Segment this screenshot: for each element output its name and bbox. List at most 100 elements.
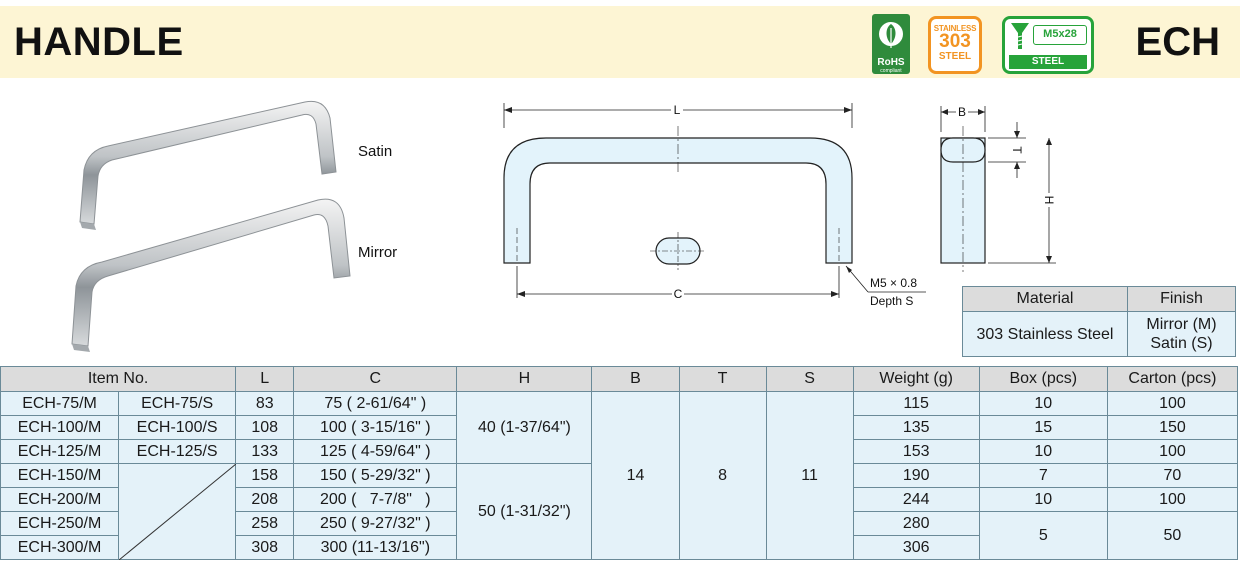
material-header: Material [962,286,1128,312]
L-cell: 108 [235,415,295,440]
item-satin-cell: ECH-75/S [118,391,237,416]
spec-header-row: Item No. L C H B T S Weight (g) Box (pcs… [0,366,1239,392]
item-mirror-cell: ECH-100/M [0,415,120,440]
finish-header: Finish [1127,286,1236,312]
item-mirror-cell: ECH-200/M [0,487,120,512]
weight-cell: 115 [852,391,980,416]
table-row: ECH-125/M ECH-125/S 133 125 ( 4-59/64" )… [0,439,1239,464]
dim-label-C: C [674,287,683,301]
C-cell: 200 ( 7-7/8" ) [293,487,458,512]
table-row: ECH-150/M 158 150 ( 5-29/32" ) 50 (1-31/… [0,463,1239,560]
col-header-C: C [293,366,458,392]
col-header-weight: Weight (g) [852,366,980,392]
L-cell: 208 [235,487,295,512]
carton-cell: 100 [1106,439,1239,464]
col-header-item: Item No. [0,366,237,392]
C-cell: 75 ( 2-61/64" ) [293,391,458,416]
side-view-drawing [940,104,1056,272]
stainless-bottom-label: STEEL [938,51,972,62]
item-satin-cell: ECH-125/S [118,439,237,464]
product-drawings: L C B T H M5 × 0.8 Depth S [71,100,1056,352]
col-header-S: S [765,366,854,392]
L-cell: 83 [235,391,295,416]
box-cell: 15 [978,415,1108,440]
H-cell-group2: 50 (1-31/32") [456,463,593,560]
L-cell: 258 [235,511,295,536]
finish-line-satin: Satin (S) [1150,335,1213,352]
material-table: Material Finish 303 Stainless Steel Mirr… [962,286,1236,357]
mirror-handle-photo [71,198,351,352]
leaf-icon [879,22,903,48]
screw-size-label: M5x28 [1033,25,1087,45]
weight-cell: 190 [852,463,980,488]
depth-note: Depth S [870,294,913,308]
satin-not-available-cell [118,463,237,560]
box-cell: 10 [978,439,1108,464]
weight-cell: 306 [852,535,980,560]
diagonal-strike [119,464,237,560]
item-satin-cell: ECH-100/S [118,415,237,440]
item-mirror-cell: ECH-75/M [0,391,120,416]
satin-handle-photo [79,100,337,230]
page-title: HANDLE [14,20,184,64]
weight-cell: 244 [852,487,980,512]
thread-note: M5 × 0.8 [870,276,917,290]
header-bar: HANDLE RoHS compliant STAINLESS 303 STEE… [0,6,1240,78]
carton-cell: 100 [1106,487,1239,512]
table-row: ECH-250/M 258 250 ( 9-27/32" ) 280 5 50 [0,511,1239,560]
S-cell: 11 [765,391,854,560]
carton-cell: 150 [1106,415,1239,440]
rohs-sub-label: compliant [880,68,902,74]
rohs-badge: RoHS compliant [872,14,910,74]
box-cell: 7 [978,463,1108,488]
carton-cell: 50 [1106,511,1239,560]
screw-material-label: STEEL [1009,55,1087,69]
T-cell: 8 [678,391,767,560]
col-header-L: L [235,366,295,392]
box-cell: 10 [978,487,1108,512]
weight-cell: 135 [852,415,980,440]
carton-cell: 70 [1106,463,1239,488]
table-row: ECH-200/M 208 200 ( 7-7/8" ) 244 10 100 [0,487,1239,512]
table-row: ECH-75/M ECH-75/S 83 75 ( 2-61/64" ) 40 … [0,391,1239,560]
C-cell: 300 (11-13/16") [293,535,458,560]
finish-value: Mirror (M) Satin (S) [1127,311,1236,357]
spec-table: Item No. L C H B T S Weight (g) Box (pcs… [0,366,1239,560]
satin-label: Satin [358,143,393,160]
C-cell: 100 ( 3-15/16" ) [293,415,458,440]
series-code: ECH [1135,20,1220,64]
H-cell-group1: 40 (1-37/64") [456,391,593,464]
L-cell: 158 [235,463,295,488]
stainless-top-label: STAINLESS [933,24,977,33]
stainless-number: 303 [939,31,971,52]
col-header-H: H [456,366,593,392]
finish-line-mirror: Mirror (M) [1146,316,1217,333]
dim-label-L: L [674,103,681,117]
screw-icon [1011,23,1029,49]
carton-cell: 100 [1106,391,1239,416]
table-row: ECH-100/M ECH-100/S 108 100 ( 3-15/16" )… [0,415,1239,440]
box-cell: 10 [978,391,1108,416]
L-cell: 133 [235,439,295,464]
front-view-drawing [503,102,926,300]
screw-badge: M5x28 STEEL [1002,16,1094,74]
B-cell: 14 [591,391,680,560]
material-value: 303 Stainless Steel [962,311,1128,357]
dim-label-H: H [1042,196,1056,205]
weight-cell: 280 [852,511,980,536]
dim-label-B: B [958,105,966,119]
weight-cell: 153 [852,439,980,464]
rohs-label: RoHS [877,57,905,68]
C-cell: 125 ( 4-59/64" ) [293,439,458,464]
col-header-B: B [591,366,680,392]
item-mirror-cell: ECH-300/M [0,535,120,560]
mirror-label: Mirror [358,244,398,261]
item-mirror-cell: ECH-250/M [0,511,120,536]
L-cell: 308 [235,535,295,560]
C-cell: 250 ( 9-27/32" ) [293,511,458,536]
item-mirror-cell: ECH-125/M [0,439,120,464]
C-cell: 150 ( 5-29/32" ) [293,463,458,488]
box-cell: 5 [978,511,1108,560]
item-mirror-cell: ECH-150/M [0,463,120,488]
dim-label-T: T [1010,146,1024,154]
